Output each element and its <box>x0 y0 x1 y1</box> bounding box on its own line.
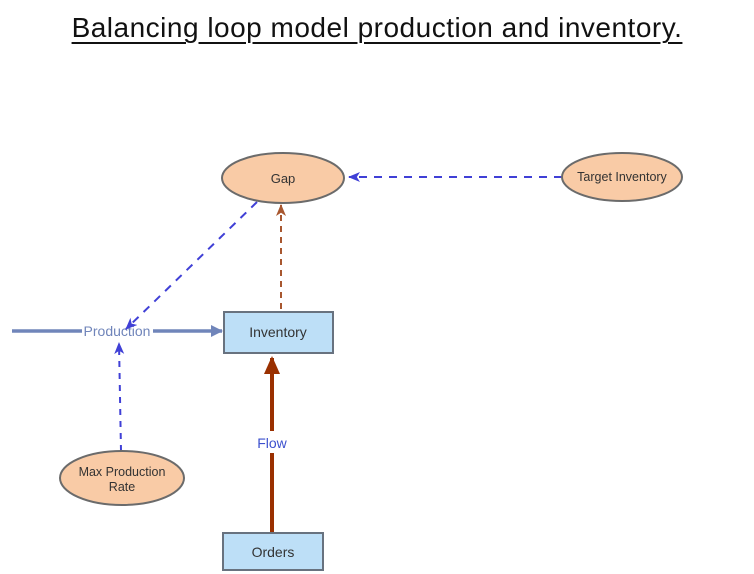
gap-node-label: Gap <box>271 171 296 186</box>
production-flow-label: Production <box>84 323 151 339</box>
max-production-rate-node[interactable] <box>59 450 185 506</box>
edge-max-production-rate-to-production[interactable] <box>114 342 125 452</box>
edge-gap-to-production[interactable] <box>125 201 258 330</box>
target-inventory-node[interactable] <box>561 152 683 202</box>
orders-stock-box[interactable] <box>222 532 324 571</box>
max-production-rate-label-line2: Rate <box>109 480 135 494</box>
orders-stock-label: Orders <box>252 544 295 560</box>
target-inventory-node-label: Target Inventory <box>577 170 667 184</box>
diagram-title: Balancing loop model production and inve… <box>71 12 683 43</box>
inventory-stock-label: Inventory <box>249 324 307 340</box>
flow-label: Flow <box>257 435 287 451</box>
inventory-stock-box[interactable] <box>223 311 334 354</box>
gap-node[interactable] <box>221 152 345 204</box>
max-production-rate-label-line1: Max Production <box>79 465 166 479</box>
